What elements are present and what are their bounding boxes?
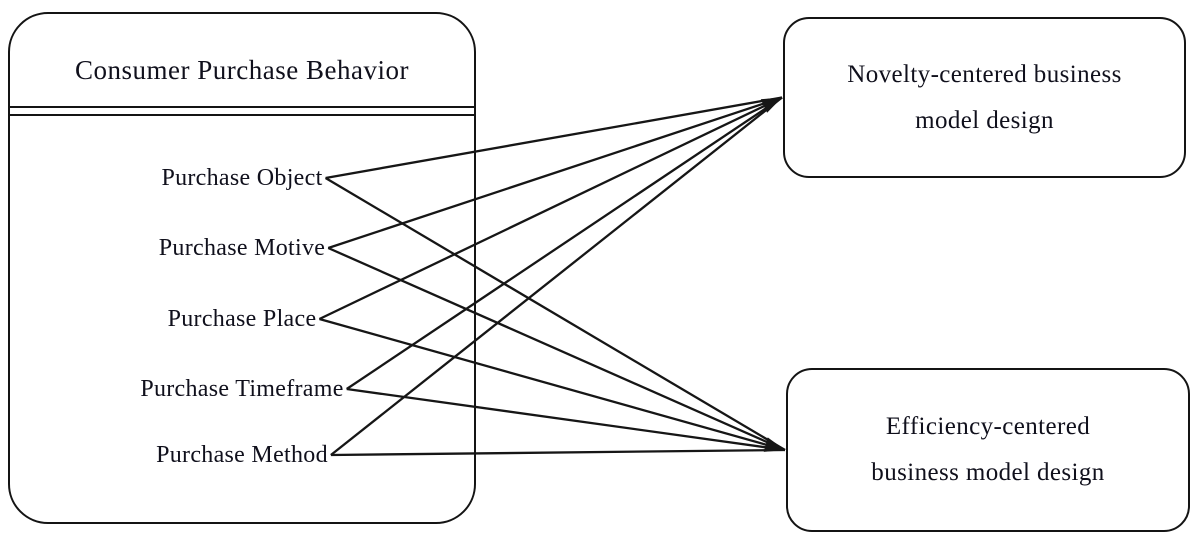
item-purchase-motive: Purchase Motive bbox=[10, 232, 474, 264]
efficiency-arrowhead-icon bbox=[763, 437, 785, 452]
novelty-box-line1: Novelty-centered business bbox=[847, 60, 1122, 88]
novelty-box-line2: model design bbox=[915, 106, 1054, 134]
item-purchase-object: Purchase Object bbox=[10, 162, 474, 194]
item-label-purchase-place: Purchase Place bbox=[167, 306, 317, 332]
efficiency-box-line1: Efficiency-centered bbox=[885, 413, 1091, 440]
left-box-title: Consumer Purchase Behavior bbox=[75, 55, 409, 85]
item-label-purchase-method: Purchase Method bbox=[156, 442, 328, 468]
item-purchase-timeframe: Purchase Timeframe bbox=[10, 373, 474, 405]
left-box-separator bbox=[10, 106, 474, 116]
efficiency-business-model-box: Efficiency-centered business model desig… bbox=[786, 368, 1190, 532]
item-purchase-place: Purchase Place bbox=[10, 303, 474, 335]
novelty-business-model-box: Novelty-centered business model design bbox=[783, 17, 1186, 178]
novelty-arrowhead-icon bbox=[760, 97, 782, 113]
item-label-purchase-motive: Purchase Motive bbox=[158, 235, 326, 261]
consumer-purchase-behavior-box: Consumer Purchase Behavior Purchase Obje… bbox=[8, 12, 476, 524]
item-label-purchase-timeframe: Purchase Timeframe bbox=[140, 376, 344, 402]
item-label-purchase-object: Purchase Object bbox=[161, 165, 323, 191]
efficiency-box-line2: business model design bbox=[871, 459, 1105, 486]
item-purchase-method: Purchase Method bbox=[10, 439, 474, 471]
